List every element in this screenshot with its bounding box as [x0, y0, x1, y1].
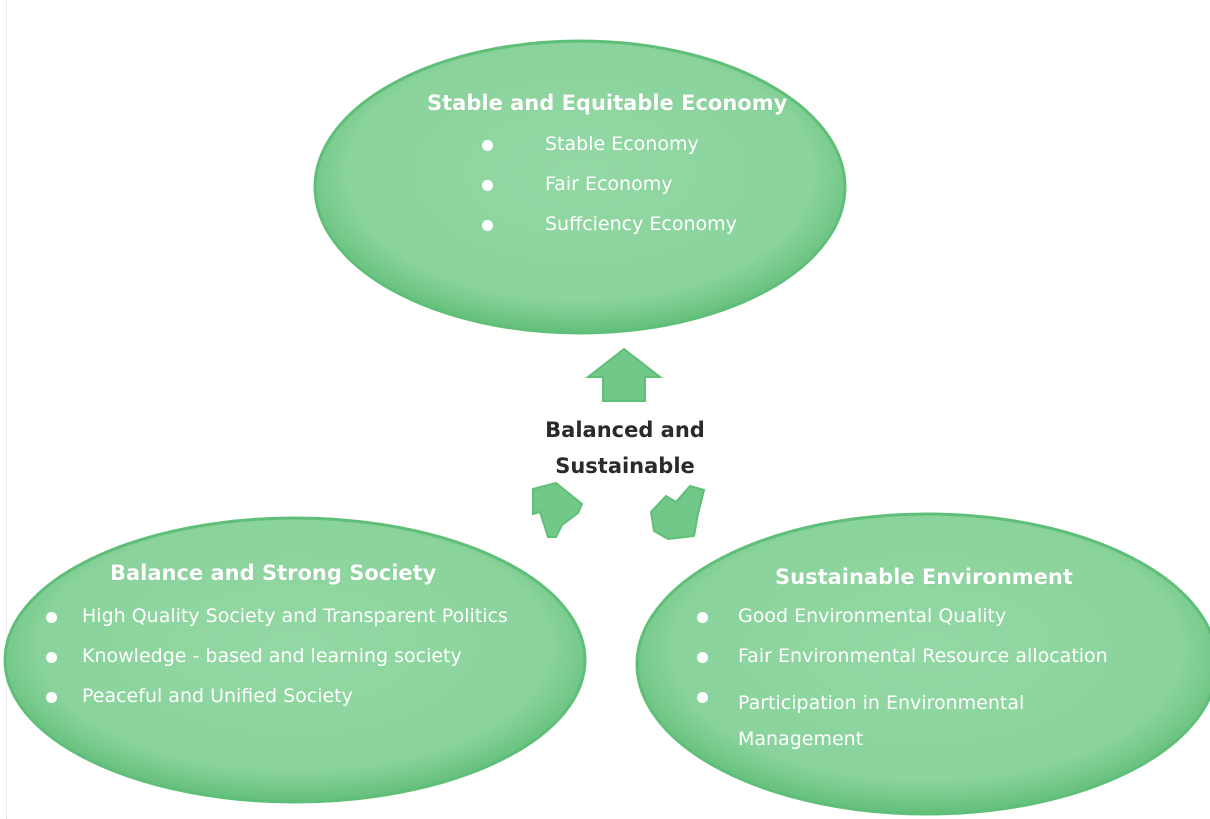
bullet-icon	[482, 140, 493, 151]
society-item-1: High Quality Society and Transparent Pol…	[82, 605, 508, 627]
society-title: Balance and Strong Society	[110, 561, 437, 585]
environment-title: Sustainable Environment	[775, 565, 1073, 589]
bullet-icon	[482, 180, 493, 191]
up-arrow-icon	[585, 347, 663, 402]
page-edge-rule	[6, 0, 7, 819]
down-right-arrow-icon	[649, 484, 706, 541]
bullet-icon	[46, 652, 57, 663]
environment-item-2: Fair Environmental Resource allocation	[738, 645, 1108, 667]
bullet-icon	[46, 692, 57, 703]
economy-ellipse	[313, 39, 847, 335]
society-ellipse	[3, 516, 587, 804]
environment-ellipse	[635, 512, 1210, 816]
bullet-icon	[46, 612, 57, 623]
economy-item-2: Fair Economy	[545, 173, 673, 195]
society-item-2: Knowledge - based and learning society	[82, 645, 462, 667]
economy-item-1: Stable Economy	[545, 133, 699, 155]
center-label: Balanced and Sustainable	[545, 418, 705, 478]
environment-item-1: Good Environmental Quality	[738, 605, 1007, 627]
bullet-icon	[697, 692, 708, 703]
bullet-icon	[697, 652, 708, 663]
economy-title: Stable and Equitable Economy	[427, 91, 788, 115]
environment-item-3: Participation in Environmental Managemen…	[738, 692, 1025, 750]
bullet-icon	[482, 220, 493, 231]
economy-item-3: Suffciency Economy	[545, 213, 737, 235]
down-left-arrow-icon	[532, 481, 584, 538]
bullet-icon	[697, 612, 708, 623]
society-item-3: Peaceful and Unified Society	[82, 685, 353, 707]
